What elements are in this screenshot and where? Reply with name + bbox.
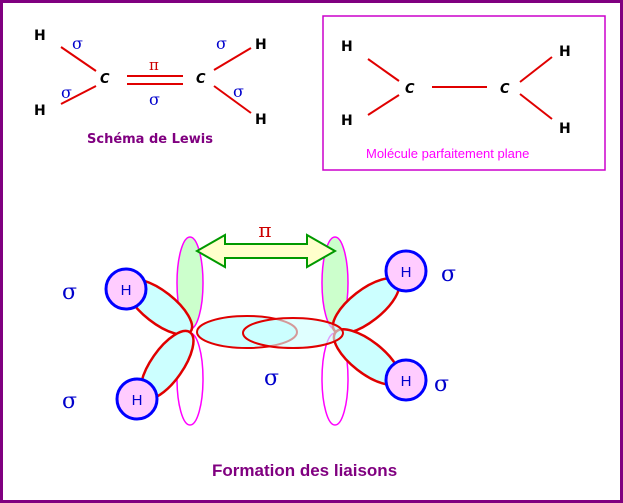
planar-c2: C [500,82,510,97]
pi-bond-label: π [258,218,271,242]
sigma-right-bottom: σ [434,372,449,397]
lewis-bond-h3 [213,47,252,71]
planar-h3: H [559,44,571,60]
lewis-h-bottom-left: H [34,103,46,119]
lewis-h-bottom-right: H [255,112,267,128]
lewis-caption: Schéma de Lewis [87,132,213,147]
h-atom-left-top [104,267,148,311]
sigma-center: σ [264,366,279,391]
h-atom-right-top-label: H [401,264,412,281]
ethylene-diagram: H H C C H H σ σ σ σ π σ Schéma de Lewis … [34,15,606,480]
lewis-sigma-2: σ [61,83,72,102]
planar-h4: H [559,121,571,137]
planar-bond-h3 [519,56,553,83]
planar-c1: C [405,82,415,97]
lewis-sigma-4: σ [233,82,244,101]
h-atom-left-top-label: H [121,282,132,299]
planar-h2: H [341,113,353,129]
planar-bond-h2 [367,94,400,116]
planar-box-border [322,15,606,171]
lewis-h-top-left: H [34,28,46,44]
h-atom-left-bottom [115,377,159,421]
lewis-scheme: H H C C H H σ σ σ σ π σ Schéma de Lewis [34,28,267,147]
sigma-lobe-cc-right [242,317,344,349]
formation-caption: Formation des liaisons [212,461,397,480]
h-atom-right-top [384,249,428,293]
planar-caption: Molécule parfaitement plane [366,146,529,161]
lewis-bond-h4 [213,85,252,114]
h-atom-right-bottom-label: H [401,373,412,390]
pi-overlap-arrow [194,233,338,269]
h-atom-right-bottom [384,358,428,402]
lewis-bond-h2 [60,85,97,105]
lewis-c-right: C [196,72,206,87]
planar-h1: H [341,39,353,55]
sigma-left-top: σ [62,280,77,305]
sigma-right-top: σ [441,262,456,287]
lewis-c-left: C [100,72,110,87]
planar-bond-h4 [519,93,553,120]
planar-bond-h1 [367,58,400,82]
orbital-diagram: H H H H π σ σ σ σ σ Formation des liaiso… [62,218,456,480]
sigma-left-bottom: σ [62,389,77,414]
planar-molecule-box: H H C C H H Molécule parfaitement plane [322,15,606,171]
lewis-bond-h1 [60,46,97,72]
lewis-sigma-1: σ [72,34,83,53]
lewis-sigma-cc: σ [149,90,160,109]
lewis-h-top-right: H [255,37,267,53]
lewis-pi-label: π [149,56,159,74]
lewis-sigma-3: σ [216,34,227,53]
h-atom-left-bottom-label: H [132,392,143,409]
